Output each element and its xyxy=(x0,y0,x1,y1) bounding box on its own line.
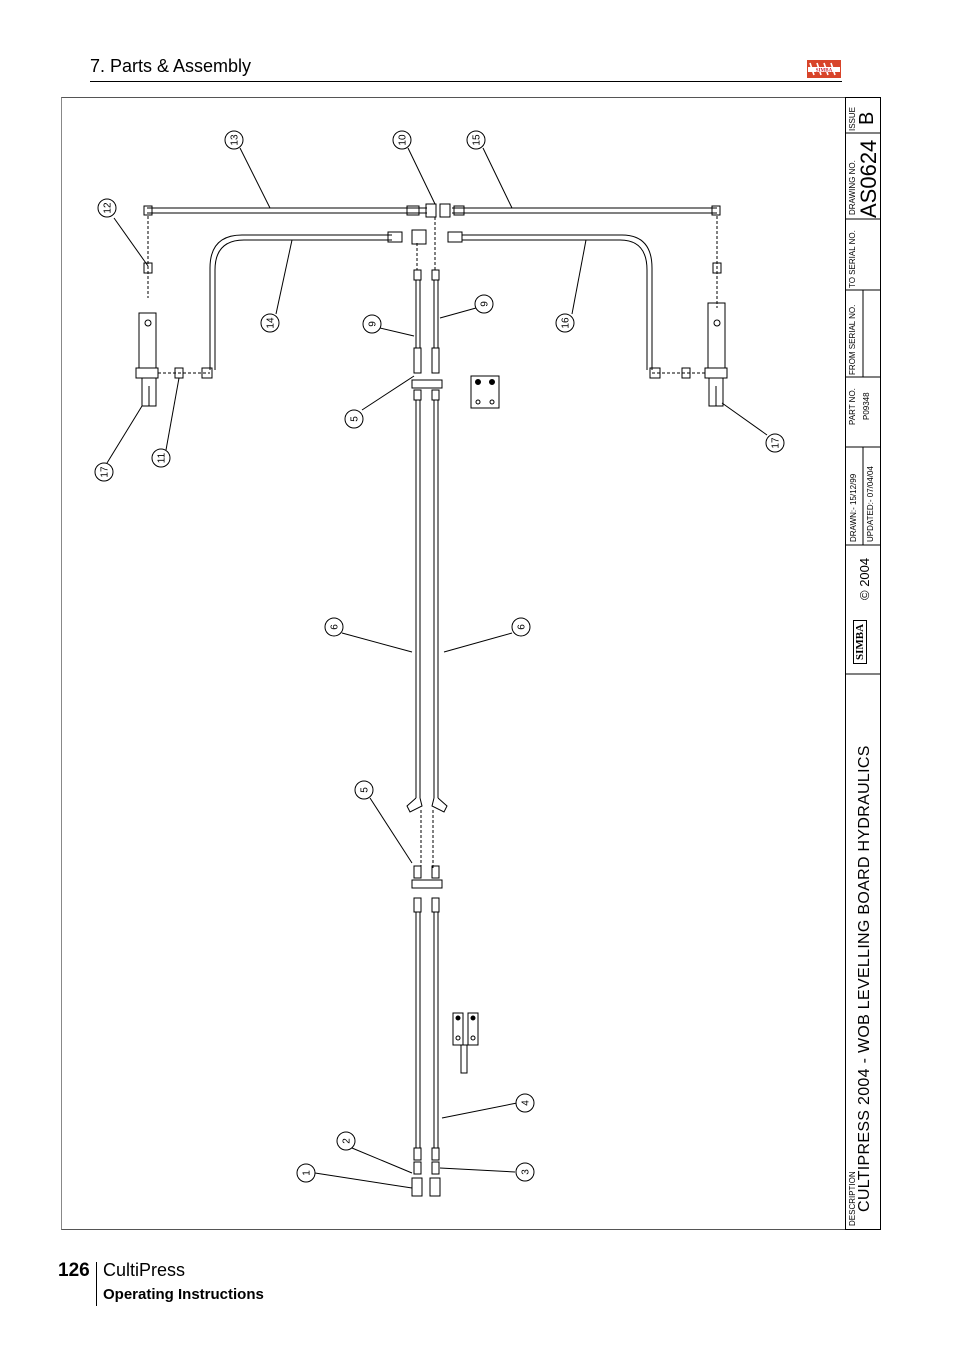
callout-label: 6 xyxy=(517,624,528,630)
callout-16: 16 xyxy=(555,313,575,333)
callout-17: 17 xyxy=(765,433,785,453)
updated-date: UPDATED:- 07/04/04 xyxy=(866,466,875,542)
callout-14: 14 xyxy=(260,313,280,333)
callout-5: 5 xyxy=(354,780,374,800)
callout-12: 12 xyxy=(97,198,117,218)
callout-2: 2 xyxy=(336,1131,356,1151)
callout-1: 1 xyxy=(296,1163,316,1183)
callout-label: 15 xyxy=(472,134,483,146)
part-no-label: PART NO. xyxy=(848,388,857,425)
callout-10: 10 xyxy=(392,130,412,150)
drawing-no-value: AS0624 xyxy=(856,139,881,218)
callout-label: 17 xyxy=(100,466,111,478)
drawn-date: DRAWN:- 15/12/99 xyxy=(849,473,858,542)
callout-9: 9 xyxy=(474,294,494,314)
callout-17: 17 xyxy=(94,462,114,482)
issue-value: B xyxy=(856,111,878,125)
callout-11: 11 xyxy=(151,448,171,468)
title-block-grid xyxy=(845,97,881,1230)
callout-15: 15 xyxy=(466,130,486,150)
callout-label: 9 xyxy=(480,301,491,307)
callout-label: 14 xyxy=(266,317,277,329)
callout-label: 11 xyxy=(157,452,168,463)
part-no-value: P09348 xyxy=(862,392,871,420)
callout-label: 12 xyxy=(103,202,114,214)
callout-label: 10 xyxy=(398,134,409,146)
callout-label: 4 xyxy=(521,1100,532,1106)
callout-6: 6 xyxy=(324,617,344,637)
callout-4: 4 xyxy=(515,1093,535,1113)
callout-label: 9 xyxy=(368,321,379,327)
section-title: 7. Parts & Assembly xyxy=(90,56,252,76)
callout-13: 13 xyxy=(224,130,244,150)
copyright: © 2004 xyxy=(857,557,872,600)
callout-label: 5 xyxy=(360,787,371,793)
simba-logo: SIMBA xyxy=(807,60,841,78)
callout-label: 1 xyxy=(302,1170,313,1176)
callout-6: 6 xyxy=(511,617,531,637)
description: CULTIPRESS 2004 - WOB LEVELLING BOARD HY… xyxy=(856,745,873,1212)
callout-label: 17 xyxy=(771,437,782,449)
callout-3: 3 xyxy=(515,1162,535,1182)
callout-label: 3 xyxy=(521,1169,532,1175)
document-subtitle: Operating Instructions xyxy=(103,1286,264,1303)
callout-label: 6 xyxy=(330,624,341,630)
footer-rule xyxy=(96,1262,97,1306)
product-name: CultiPress xyxy=(103,1260,186,1280)
simba-title-logo: SIMBA xyxy=(853,619,867,664)
callout-9: 9 xyxy=(362,314,382,334)
callout-5: 5 xyxy=(344,409,364,429)
callout-label: 5 xyxy=(350,416,361,422)
svg-text:SIMBA: SIMBA xyxy=(816,68,833,73)
callout-label: 13 xyxy=(230,134,241,146)
callout-label: 16 xyxy=(561,317,572,329)
callout-label: 2 xyxy=(342,1138,353,1144)
header-rule xyxy=(90,81,842,82)
page-number: 126 xyxy=(58,1260,90,1281)
from-serial-label: FROM SERIAL NO. xyxy=(848,304,857,375)
to-serial-label: TO SERIAL NO. xyxy=(848,230,857,288)
